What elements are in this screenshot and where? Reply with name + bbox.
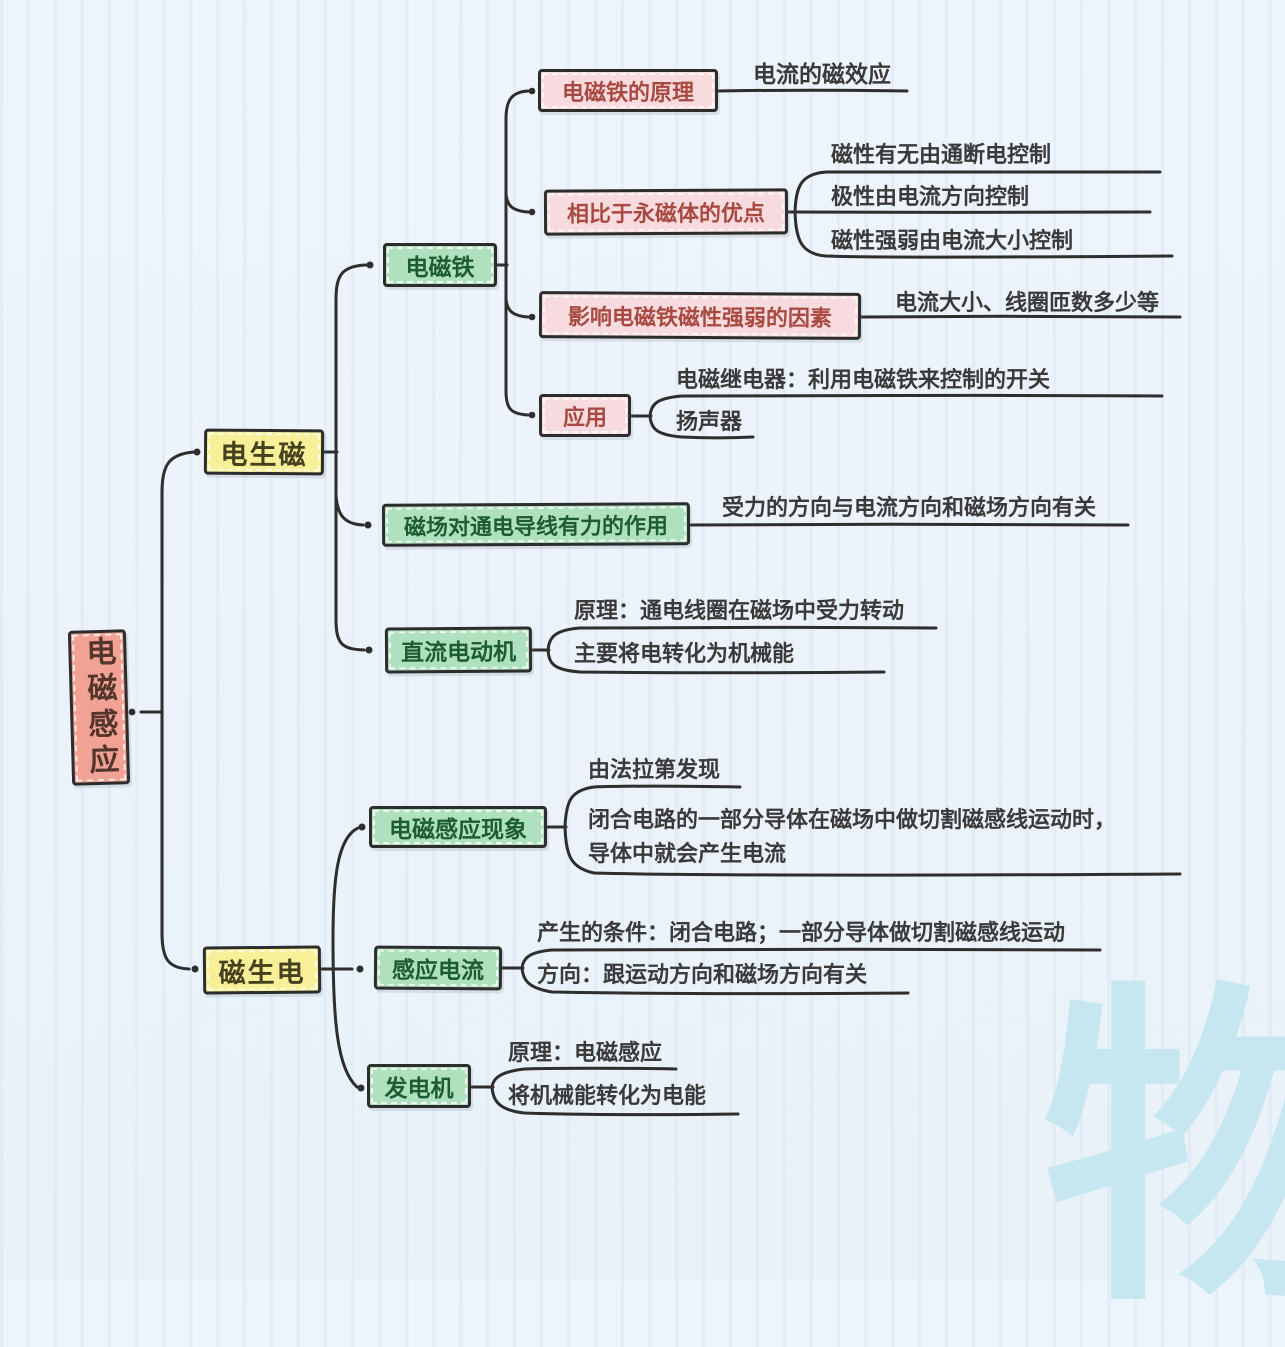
branch-electricity-creates-magnetism[interactable]: 电生磁 (204, 429, 324, 476)
leaf-generator-energy-conversion[interactable]: 将机械能转化为电能 (508, 1080, 706, 1114)
leaf-induction-description-line1: 闭合电路的一部分导体在磁场中做切割磁感线运动时， (588, 804, 1116, 838)
electromagnet-hook-2 (506, 299, 528, 317)
node-induced-current[interactable]: 感应电流 (374, 946, 502, 991)
branch0-spine (336, 265, 366, 650)
node-electromagnet-principle[interactable]: 电磁铁的原理 (538, 69, 718, 112)
node-advantages-over-permanent-magnet[interactable]: 相比于永磁体的优点 (544, 188, 788, 235)
node-generator[interactable]: 发电机 (367, 1064, 471, 1108)
leaf-induction-description-line2: 导体中就会产生电流 (588, 838, 1116, 872)
leaf-current-and-coil-turns[interactable]: 电流大小、线圈匝数多少等 (895, 287, 1159, 321)
leaf-strength-by-current-size[interactable]: 磁性强弱由电流大小控制 (831, 225, 1073, 259)
bullet-dot (192, 966, 199, 973)
bullet-dot (529, 314, 536, 321)
bullet-dot (129, 709, 136, 716)
node-magnetic-force-on-wire[interactable]: 磁场对通电导线有力的作用 (382, 502, 690, 547)
leaf-magnetism-on-off[interactable]: 磁性有无由通断电控制 (831, 139, 1051, 173)
leaf-polarity-by-current-direction[interactable]: 极性由电流方向控制 (831, 181, 1029, 215)
branch1-spine (333, 828, 358, 1087)
bullet-dot (357, 966, 364, 973)
leaf-induced-current-direction[interactable]: 方向：跟运动方向和磁场方向有关 (537, 959, 867, 993)
bullet-dot (366, 647, 373, 654)
leaf-induction-description[interactable]: 闭合电路的一部分导体在磁场中做切割磁感线运动时， 导体中就会产生电流 (588, 804, 1116, 872)
node-electromagnet[interactable]: 电磁铁 (383, 243, 497, 287)
leaf-electromagnetic-relay[interactable]: 电磁继电器：利用电磁铁来控制的开关 (676, 364, 1050, 398)
bullet-dot (529, 412, 536, 419)
leaf-force-direction-relation[interactable]: 受力的方向与电流方向和磁场方向有关 (722, 492, 1096, 526)
bullet-dot (194, 449, 201, 456)
root-node-electromagnetic-induction[interactable]: 电磁感应 (68, 629, 130, 786)
mindmap-canvas: { "watermark": { "char": "物" }, "colors"… (0, 0, 1285, 1280)
leaf-motor-principle[interactable]: 原理：通电线圈在磁场中受力转动 (574, 595, 904, 629)
electromagnet-spine (506, 91, 528, 415)
node-applications[interactable]: 应用 (539, 394, 631, 437)
bullet-dot (529, 209, 536, 216)
leaf-motor-energy-conversion[interactable]: 主要将电转化为机械能 (574, 638, 794, 672)
bullet-dot (529, 88, 536, 95)
electromagnet-hook-1 (506, 194, 528, 212)
node-dc-motor[interactable]: 直流电动机 (385, 626, 532, 673)
bullet-dot (367, 262, 374, 269)
bullet-dot (365, 522, 372, 529)
leaf-discovered-by-faraday[interactable]: 由法拉第发现 (588, 754, 720, 788)
leaf-loudspeaker[interactable]: 扬声器 (676, 406, 742, 440)
node-em-induction-phenomenon[interactable]: 电磁感应现象 (369, 806, 547, 848)
bullet-dot (358, 1085, 365, 1092)
branch0-hook-mid (336, 494, 363, 525)
node-factors-affecting-magnetism[interactable]: 影响电磁铁磁性强弱的因素 (539, 291, 861, 340)
leaf-induced-current-conditions[interactable]: 产生的条件：闭合电路；一部分导体做切割磁感线运动 (537, 917, 1065, 951)
branch-magnetism-creates-electricity[interactable]: 磁生电 (203, 945, 321, 994)
main-spine (162, 452, 194, 969)
leaf-generator-principle[interactable]: 原理：电磁感应 (508, 1037, 662, 1071)
leaf-current-magnetic-effect[interactable]: 电流的磁效应 (753, 58, 891, 92)
bullet-dot (359, 824, 366, 831)
